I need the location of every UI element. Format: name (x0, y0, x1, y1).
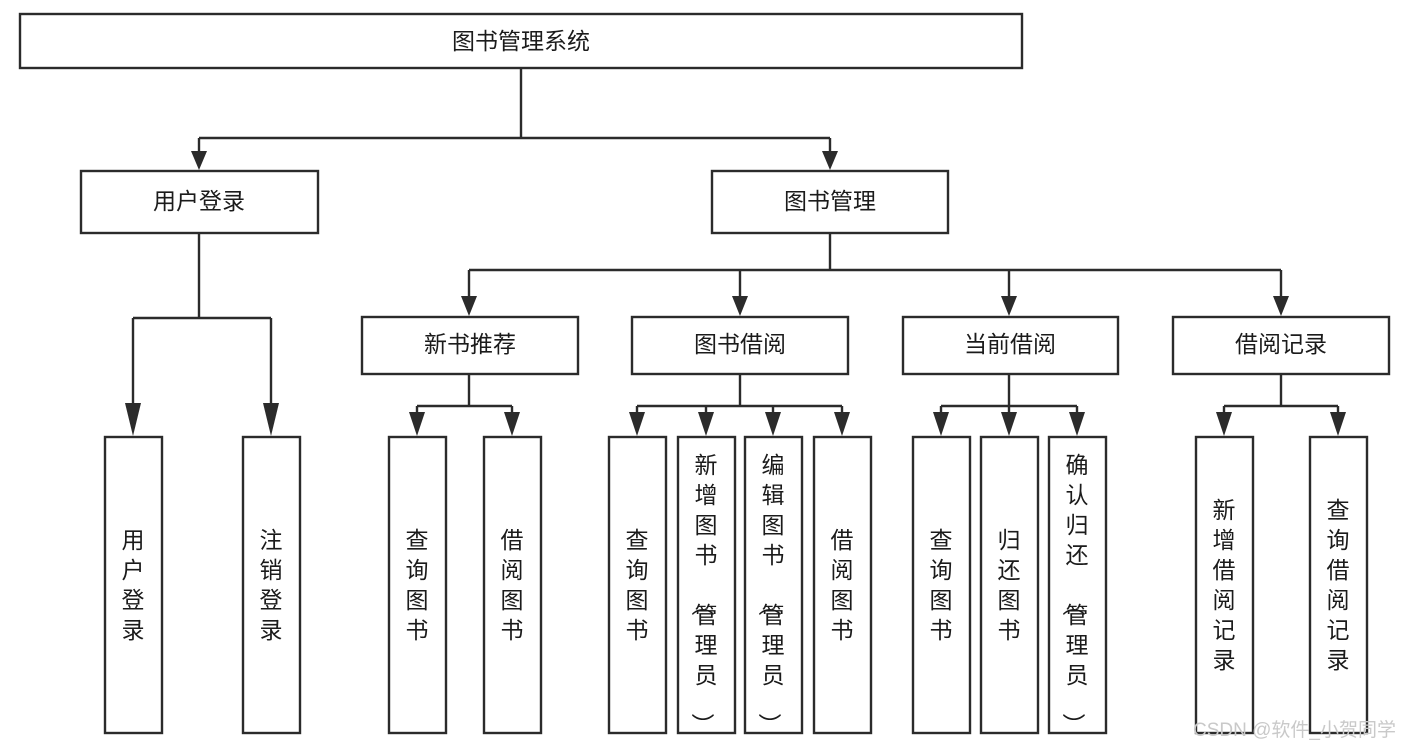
arrow-head-record-leaf-2 (1330, 412, 1346, 436)
leaf-user-login-2[interactable]: 注销登录 (241, 435, 302, 735)
node-user-login-box[interactable] (79, 169, 320, 235)
node-borrow-record-label: 借阅记录 (1235, 331, 1327, 357)
leaf-book-borrow-3-label: 编辑图书（管理员） (757, 452, 785, 736)
arrow-head-current-leaf-2 (1001, 412, 1017, 436)
leaf-book-borrow-2-box[interactable] (676, 435, 737, 735)
leaf-book-borrow-1-box[interactable] (607, 435, 668, 735)
node-book-borrow-box[interactable] (630, 315, 850, 376)
connector-layer (125, 68, 1346, 436)
leaf-current-borrow-3-box[interactable] (1047, 435, 1108, 735)
node-current-borrow[interactable]: 当前借阅 (901, 315, 1120, 376)
arrow-head-user-leaf-1 (125, 403, 141, 436)
node-new-book-recommend-label: 新书推荐 (424, 331, 516, 357)
arrow-head-current-leaf-3 (1069, 412, 1085, 436)
leaf-current-borrow-1-label: 查询图书 (930, 527, 953, 643)
node-book-manage-box[interactable] (710, 169, 950, 235)
leaf-new-book-2-label: 借阅图书 (501, 527, 524, 643)
leaf-user-login-2-label: 注销登录 (260, 527, 283, 643)
node-root[interactable]: 图书管理系统 (18, 12, 1024, 70)
leaf-borrow-record-2[interactable]: 查询借阅记录 (1308, 435, 1369, 735)
leaf-current-borrow-3-label: 确认归还（管理员） (1061, 452, 1089, 736)
leaf-new-book-2[interactable]: 借阅图书 (482, 435, 543, 735)
node-root-label: 图书管理系统 (452, 28, 590, 54)
leaf-current-borrow-2-label: 归还图书 (998, 527, 1021, 643)
node-book-borrow[interactable]: 图书借阅 (630, 315, 850, 376)
node-new-book-recommend[interactable]: 新书推荐 (360, 315, 580, 376)
node-book-manage-label: 图书管理 (784, 188, 876, 214)
arrow-head-borrow-leaf-1 (629, 412, 645, 436)
leaf-new-book-1[interactable]: 查询图书 (387, 435, 448, 735)
node-borrow-record-box[interactable] (1171, 315, 1391, 376)
leaf-current-borrow-2-box[interactable] (979, 435, 1040, 735)
leaf-book-borrow-2[interactable]: 新增图书（管理员） (676, 435, 737, 736)
arrow-head-level3-4 (1273, 296, 1289, 316)
leaf-borrow-record-2-box[interactable] (1308, 435, 1369, 735)
arrow-head-current-leaf-1 (933, 412, 949, 436)
leaf-current-borrow-1-box[interactable] (911, 435, 972, 735)
leaf-current-borrow-2[interactable]: 归还图书 (979, 435, 1040, 735)
arrow-head-user-login (191, 151, 207, 170)
node-current-borrow-box[interactable] (901, 315, 1120, 376)
arrow-head-borrow-leaf-3 (765, 412, 781, 436)
leaf-new-book-2-box[interactable] (482, 435, 543, 735)
node-book-borrow-label: 图书借阅 (694, 331, 786, 357)
arrow-head-level3-1 (461, 296, 477, 316)
watermark-label: CSDN @软件_小贺同学 (1193, 719, 1396, 741)
leaf-book-borrow-4-label: 借阅图书 (831, 527, 854, 643)
leaf-book-borrow-3-box[interactable] (743, 435, 804, 735)
node-current-borrow-label: 当前借阅 (964, 331, 1056, 357)
leaf-user-login-1-label: 用户登录 (122, 527, 145, 643)
leaf-new-book-1-label: 查询图书 (406, 527, 429, 643)
leaf-book-borrow-1[interactable]: 查询图书 (607, 435, 668, 735)
node-user-login[interactable]: 用户登录 (79, 169, 320, 235)
arrow-head-record-leaf-1 (1216, 412, 1232, 436)
node-borrow-record[interactable]: 借阅记录 (1171, 315, 1391, 376)
leaf-new-book-1-box[interactable] (387, 435, 448, 735)
arrow-head-newbook-leaf-2 (504, 412, 520, 436)
arrow-head-newbook-leaf-1 (409, 412, 425, 436)
leaf-user-login-1-box[interactable] (103, 435, 164, 735)
arrow-head-user-leaf-2 (263, 403, 279, 436)
node-book-manage[interactable]: 图书管理 (710, 169, 950, 235)
leaf-borrow-record-1[interactable]: 新增借阅记录 (1194, 435, 1255, 735)
arrow-head-level3-3 (1001, 296, 1017, 316)
leaf-current-borrow-1[interactable]: 查询图书 (911, 435, 972, 735)
arrow-head-borrow-leaf-4 (834, 412, 850, 436)
leaf-book-borrow-1-label: 查询图书 (626, 527, 649, 643)
leaf-borrow-record-2-label: 查询借阅记录 (1327, 497, 1350, 673)
node-root-box[interactable] (18, 12, 1024, 70)
leaf-book-borrow-4-box[interactable] (812, 435, 873, 735)
leaf-book-borrow-2-label: 新增图书（管理员） (690, 452, 718, 736)
node-user-login-label: 用户登录 (153, 188, 245, 214)
leaf-borrow-record-1-box[interactable] (1194, 435, 1255, 735)
node-new-book-recommend-box[interactable] (360, 315, 580, 376)
leaf-user-login-1[interactable]: 用户登录 (103, 435, 164, 735)
leaf-book-borrow-3[interactable]: 编辑图书（管理员） (743, 435, 804, 736)
leaf-current-borrow-3[interactable]: 确认归还（管理员） (1047, 435, 1108, 736)
arrow-head-level3-2 (732, 296, 748, 316)
leaf-book-borrow-4[interactable]: 借阅图书 (812, 435, 873, 735)
leaf-user-login-2-box[interactable] (241, 435, 302, 735)
leaf-borrow-record-1-label: 新增借阅记录 (1213, 497, 1236, 673)
arrow-head-borrow-leaf-2 (698, 412, 714, 436)
arrow-head-book-manage (822, 151, 838, 170)
